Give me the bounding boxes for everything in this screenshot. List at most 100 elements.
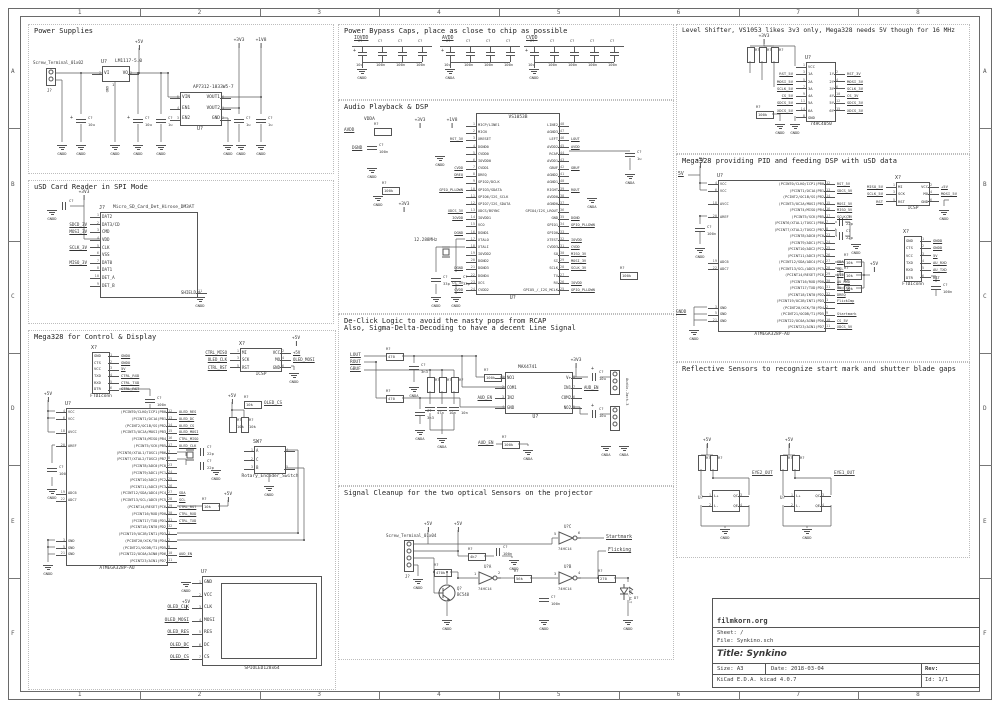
pin-name: DGND2 <box>478 259 489 264</box>
text-label: Screw_Terminal_01x04 <box>386 533 437 538</box>
pin-number: 41 <box>560 172 565 177</box>
frame-column-label: 3 <box>317 691 321 698</box>
capacitor <box>451 281 461 283</box>
resistor-ref: R? <box>502 434 507 439</box>
net-label: IOVDD <box>571 280 582 285</box>
pin-stub <box>824 229 835 231</box>
resistor-ref: R? <box>382 180 387 185</box>
pin-name: AGND0 <box>547 201 558 206</box>
pin-stub <box>796 102 807 104</box>
pin-number: 13 <box>470 208 475 212</box>
gnd-net-name: GNDD <box>539 626 549 631</box>
net-label: OLED_CS <box>179 423 195 428</box>
text-label: DGND <box>352 146 363 151</box>
pin-number: 16 <box>470 229 475 234</box>
frame-row-label: C <box>11 292 15 300</box>
capacitor-value: 10u <box>444 62 451 67</box>
section-level-shifter: Level Shifter, VS1053 likes 3v3 only, Me… <box>676 24 970 154</box>
gnd-bar <box>267 490 271 491</box>
pin-number: 6 <box>714 187 717 192</box>
cap-lead <box>490 56 491 62</box>
section-title: Audio Playback & DSP <box>344 103 429 111</box>
pin-name: AVDD1 <box>547 158 558 163</box>
pin-name: (PCINT22/OC0A/AIN0)PD6 <box>776 318 824 323</box>
pin-name: DGND1 <box>478 230 489 235</box>
gnd-bar <box>775 124 785 125</box>
pin-number: 3 <box>892 190 895 195</box>
capacitor-ref: C? <box>550 39 555 43</box>
pin-number: 34 <box>560 222 565 227</box>
pin-number: 23 <box>168 463 173 468</box>
pin-number: 5 <box>714 311 717 316</box>
text-label: Startmark <box>606 535 632 540</box>
pin-name: (PCINT18/INT0)PD2 <box>129 525 166 530</box>
capacitor-value: 100n <box>503 551 513 556</box>
pin-name: EN2 <box>182 116 191 122</box>
pin-number: 14 <box>470 215 475 220</box>
pin-number: 23 <box>826 233 831 238</box>
gnd-symbol: GNDD <box>181 582 191 593</box>
gate-value: 74HC14 <box>478 586 492 591</box>
pin-number: 6 <box>472 157 475 162</box>
pin-stub <box>220 119 231 121</box>
net-label: MISO_5V <box>837 208 853 213</box>
pin-name: AGND1 <box>547 180 558 185</box>
pin-name: DTR <box>906 274 913 280</box>
net-label: OLED_CLK <box>179 443 197 448</box>
capacitor <box>76 119 86 121</box>
gnd-bar <box>136 149 140 150</box>
frame-row-label: A <box>983 68 987 76</box>
pin-number: 9 <box>802 92 805 96</box>
capacitor <box>378 55 387 57</box>
capacitor <box>431 281 441 283</box>
pin-number: 22 <box>470 272 475 277</box>
pin-stub <box>56 412 67 414</box>
capacitor <box>592 410 594 418</box>
pin-stub <box>108 363 119 364</box>
pin-name: (PCINT20/XCK/T0)PD4 <box>124 538 166 543</box>
pin-number: 8 <box>573 375 576 379</box>
pin-stub <box>824 308 835 310</box>
pin-stub <box>166 520 177 522</box>
power-net-name: +5V <box>423 522 433 527</box>
power-flag: +5V <box>424 522 432 532</box>
pin-stub <box>834 95 845 97</box>
text-label: ROUT <box>350 360 361 365</box>
pin-stub <box>558 240 569 242</box>
pin-name: QE <box>815 503 820 508</box>
pin-number: 18 <box>712 200 717 205</box>
pin-number: 43 <box>560 157 565 162</box>
net-label: CTRL_RST <box>207 364 227 370</box>
gnd-net-name: GNDD <box>57 151 67 156</box>
pin-name: LINE2 <box>547 123 558 127</box>
gnd-bar <box>434 301 438 302</box>
power-net-name: +5V <box>291 336 301 341</box>
gnd-bar <box>525 452 531 453</box>
power-flag: +3V3 <box>415 118 425 128</box>
component-value: FTDIconn <box>90 394 112 399</box>
pin-stub <box>166 493 177 495</box>
power-flag-pin <box>419 123 421 128</box>
pin-stub <box>738 506 749 507</box>
resistor-value: 100k <box>758 111 768 117</box>
pin-name: (PCINT11/ADC3)PC3 <box>129 484 166 489</box>
pin-number: 30 <box>560 251 565 255</box>
pin-name: MI <box>242 350 247 355</box>
pin-name: (PCINT10/ADC2)PC2 <box>129 477 166 482</box>
gnd-bar <box>445 624 449 625</box>
pin-stub <box>702 496 713 497</box>
capacitor <box>539 598 549 600</box>
resistor <box>374 128 392 136</box>
oled-screen <box>221 583 317 659</box>
capacitor <box>506 55 515 57</box>
pin-stub <box>108 356 119 358</box>
pin-name: IOVDD1 <box>478 216 491 221</box>
pin-name: DGND4 <box>478 273 489 278</box>
capacitor-ref: C? <box>358 39 363 43</box>
capacitor-value: 100n <box>379 149 389 154</box>
pin-stub <box>170 109 181 110</box>
gnd-bar <box>691 332 697 333</box>
pin-stub <box>708 262 719 264</box>
frame-tick <box>980 128 992 130</box>
